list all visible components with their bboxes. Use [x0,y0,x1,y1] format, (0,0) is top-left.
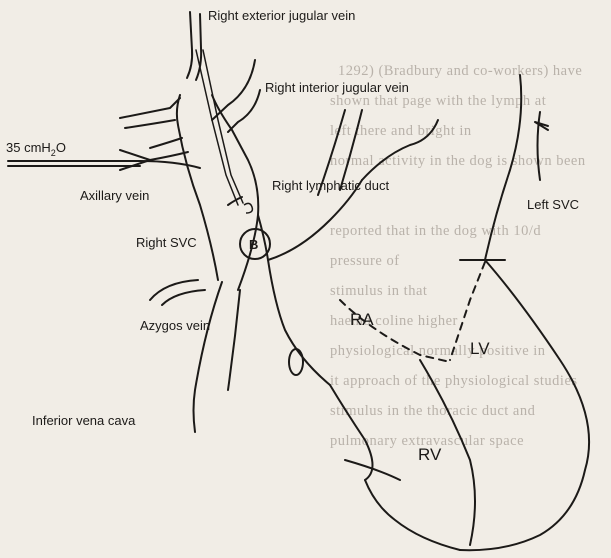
background-text-line: physiological normally positive in [330,343,546,359]
background-text-line: left there and bright in [330,123,472,139]
label-axillary-vein: Axillary vein [80,188,149,203]
label-right-exterior-jugular-vein: Right exterior jugular vein [208,8,355,23]
right-interior-jugular-vein [212,60,260,132]
label-pressure-text: 35 cmH [6,140,51,155]
catheter-line [203,50,243,203]
ventricle-outline [365,480,460,550]
inferior-vena-cava [228,290,240,390]
label-right-svc: Right SVC [136,235,197,250]
label-ra: RA [350,310,374,329]
label-azygos-vein: Azygos vein [140,318,210,333]
background-text-line: reported that in the dog with 10/d [330,223,541,239]
background-text-line: it approach of the physiological studies [330,373,578,389]
label-lv: LV [470,339,490,358]
background-text-line: pressure of [330,253,400,269]
b-label: B [249,237,258,252]
right-svc [177,95,218,280]
azygos-vein [150,280,205,305]
background-text-line: normal activity in the dog is shown been [330,153,586,169]
left-svc [535,122,548,130]
background-text-line: 1292) (Bradbury and co-workers) have [338,63,582,79]
background-text: 1292) (Bradbury and co-workers) have sho… [330,63,586,449]
label-pressure: 35 cmH2O [6,140,66,158]
label-right-interior-jugular-vein: Right interior jugular vein [265,80,409,95]
inferior-vena-cava [194,282,223,432]
label-inferior-vena-cava: Inferior vena cava [32,413,136,428]
background-text-line: shown that page with the lymph at [330,93,546,109]
label-left-svc: Left SVC [527,197,579,212]
label-right-lymphatic-duct: Right lymphatic duct [272,178,389,193]
right-exterior-jugular-vein [187,12,201,80]
background-text-line: stimulus in the thoracic duct and [330,403,536,419]
small-ovoid [289,349,303,375]
background-text-line: stimulus in that [330,283,427,299]
label-pressure-tail: O [56,140,66,155]
lymphatic-curl [244,203,252,213]
upper-left-branch [120,98,180,128]
label-rv: RV [418,445,442,464]
